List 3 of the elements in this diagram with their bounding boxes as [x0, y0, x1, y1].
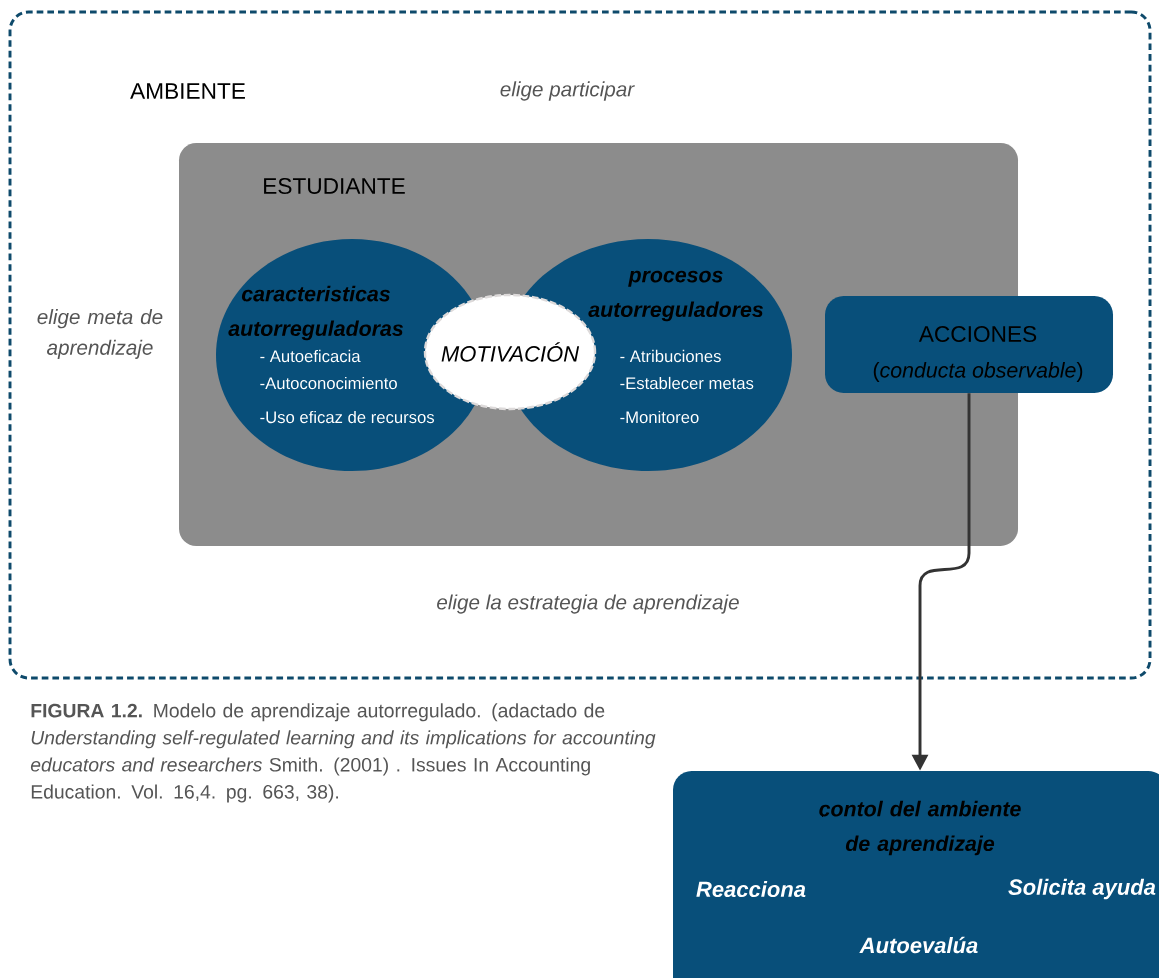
caption: FIGURA 1.2. Modelo de aprendizaje autorregulado. (adactado de Understanding self-regulated learning and its implications for accounting educators and researchers Smith. (2001) . Issues In Accounting Education. Vol. 16,4. pg. 663, 38).: [30, 703, 656, 803]
action-box: ACCIONES (conducta observable): [825, 296, 1113, 393]
control-box: contol del ambiente de aprendizaje Reacciona Solicita ayuda Autoevalúa: [673, 771, 1159, 978]
